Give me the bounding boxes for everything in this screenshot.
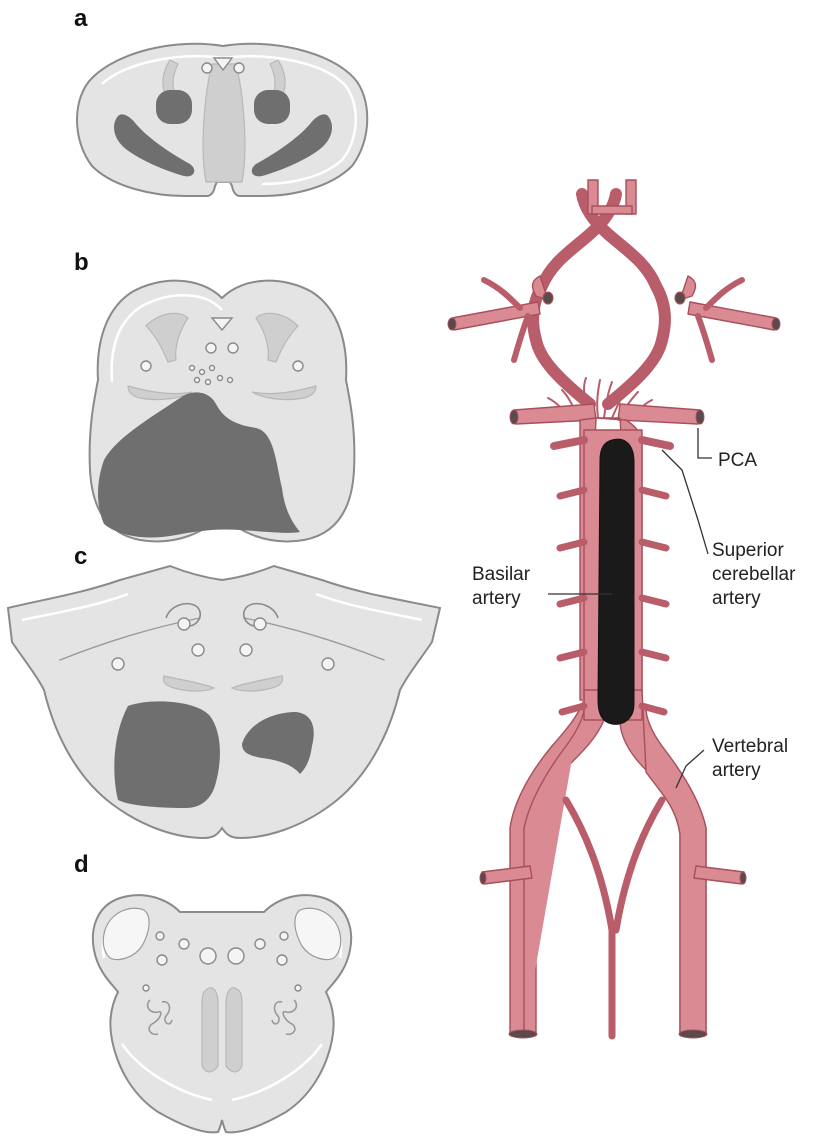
label-vertebral-line2: artery: [712, 760, 761, 781]
panel-label-a: a: [74, 5, 88, 32]
panel-label-d: d: [74, 851, 89, 878]
panel-label-c: c: [74, 543, 87, 570]
label-pca: PCA: [718, 450, 757, 471]
label-superior-cerebellar-line3: artery: [712, 588, 761, 609]
basilar-occlusion: [598, 439, 634, 724]
section-b-pons: [90, 281, 355, 542]
lesion-a-left-red-nucleus: [156, 90, 192, 124]
section-a-midbrain: [77, 44, 367, 196]
label-superior-cerebellar-line1: Superior: [712, 540, 784, 561]
label-basilar-line1: Basilar: [472, 564, 531, 585]
label-basilar: Basilar artery: [472, 564, 535, 609]
right-posterior-cerebral: [618, 404, 700, 424]
label-vertebral: Vertebral artery: [712, 736, 793, 781]
label-basilar-line2: artery: [472, 588, 521, 609]
label-superior-cerebellar-line2: cerebellar: [712, 564, 796, 585]
label-superior-cerebellar: Superior cerebellar artery: [712, 540, 801, 609]
lesion-c-left: [114, 701, 220, 808]
section-c-pons: [8, 566, 440, 838]
panel-label-b: b: [74, 249, 89, 276]
vertebrobasilar-artery-tree: [448, 180, 780, 1038]
lesion-a-right-red-nucleus: [254, 90, 290, 124]
label-vertebral-line1: Vertebral: [712, 736, 788, 757]
section-d-medulla: [93, 895, 351, 1132]
pca-leader: [698, 428, 712, 458]
superior-cerebellar-leader: [662, 450, 708, 554]
